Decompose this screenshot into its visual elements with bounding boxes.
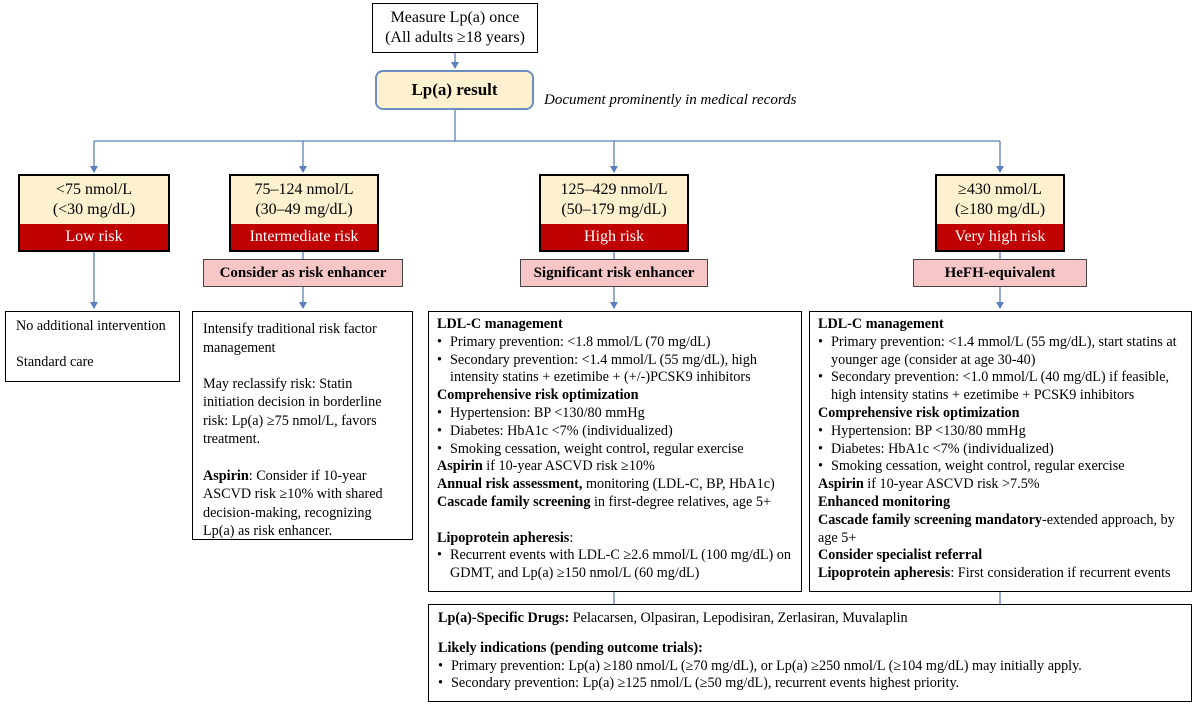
intermediate-aspirin-bold: Aspirin xyxy=(203,467,249,484)
lpa-drugs-box: Lp(a)-Specific Drugs: Pelacarsen, Olpasi… xyxy=(428,604,1192,702)
measure-lpa-box: Measure Lp(a) once (All adults ≥18 years… xyxy=(372,3,538,53)
tier-high-range-1: 125–429 nmol/L xyxy=(560,181,668,198)
high-risk-content: LDL-C management Primary prevention: <1.… xyxy=(428,311,802,592)
measure-line-1: Measure Lp(a) once xyxy=(390,9,520,26)
high-ldl-1: Primary prevention: <1.8 mmol/L (70 mg/d… xyxy=(437,334,793,352)
vh-cro-heading: Comprehensive risk optimization xyxy=(818,405,1183,423)
high-aspirin-bold: Aspirin xyxy=(437,458,483,475)
tier-low-range-2: (<30 mg/dL) xyxy=(52,201,136,218)
drugs-indication-1: Primary prevention: Lp(a) ≥180 nmol/L (≥… xyxy=(438,658,1182,676)
vh-monitoring: Enhanced monitoring xyxy=(818,494,1183,512)
low-line-1: No additional intervention xyxy=(16,318,166,334)
tier-low-risk-badge: Low risk xyxy=(18,224,170,252)
drugs-heading-bold: Lp(a)-Specific Drugs: xyxy=(438,610,570,626)
tier-veryhigh-range: ≥430 nmol/L (≥180 mg/dL) xyxy=(935,174,1065,224)
drugs-heading: Lp(a)-Specific Drugs: Pelacarsen, Olpasi… xyxy=(438,610,1182,628)
tier-high-range-2: (50–179 mg/dL) xyxy=(561,201,667,218)
lpa-result-label: Lp(a) result xyxy=(411,80,498,99)
vh-ldl-2: Secondary prevention: <1.0 mmol/L (40 mg… xyxy=(818,369,1183,405)
document-note: Document prominently in medical records xyxy=(544,92,797,108)
vh-apheresis-bold: Lipoprotein apheresis xyxy=(818,565,951,582)
veryhigh-risk-content: LDL-C management Primary prevention: <1.… xyxy=(809,311,1192,592)
vh-ldl-heading: LDL-C management xyxy=(818,316,1183,334)
vh-cascade-bold: Cascade family screening mandatory xyxy=(818,511,1042,528)
tier-low-range: <75 nmol/L (<30 mg/dL) xyxy=(18,174,170,224)
high-apheresis-text: : xyxy=(569,529,574,546)
tier-high-range: 125–429 nmol/L (50–179 mg/dL) xyxy=(539,174,689,224)
vh-cascade: Cascade family screening mandatory-exten… xyxy=(818,512,1183,548)
tier-intermediate-range-2: (30–49 mg/dL) xyxy=(255,201,353,218)
intermediate-aspirin: Aspirin: Consider if 10-year ASCVD risk … xyxy=(203,467,402,541)
tier-veryhigh-enhancer: HeFH-equivalent xyxy=(913,259,1087,287)
high-apheresis: Lipoprotein apheresis: xyxy=(437,530,793,548)
drugs-indications-heading-text: Likely indications (pending outcome tria… xyxy=(438,639,703,656)
vh-cascade-text: -extended approach, by age 5+ xyxy=(818,511,1175,546)
vh-cro-heading-text: Comprehensive risk optimization xyxy=(818,404,1020,421)
intermediate-p2: May reclassify risk: Statin initiation d… xyxy=(203,375,382,448)
intermediate-aspirin-text: : Consider if 10-year ASCVD risk ≥10% wi… xyxy=(203,467,383,540)
tier-low-range-1: <75 nmol/L xyxy=(55,181,133,198)
high-cro-3: Smoking cessation, weight control, regul… xyxy=(437,441,793,459)
vh-apheresis-text: : First consideration if recurrent event… xyxy=(950,565,1171,582)
high-cro-heading-text: Comprehensive risk optimization xyxy=(437,387,639,404)
low-risk-content: No additional intervention Standard care xyxy=(5,311,180,382)
vh-aspirin: Aspirin if 10-year ASCVD risk >7.5% xyxy=(818,476,1183,494)
tier-intermediate-range: 75–124 nmol/L (30–49 mg/dL) xyxy=(229,174,379,224)
high-ldl-heading-text: LDL-C management xyxy=(437,316,563,332)
lpa-result-box: Lp(a) result xyxy=(375,70,534,110)
high-annual: Annual risk assessment, monitoring (LDL-… xyxy=(437,476,793,494)
vh-ldl-1: Primary prevention: <1.4 mmol/L (55 mg/d… xyxy=(818,334,1183,370)
intermediate-p1: Intensify traditional risk factor manage… xyxy=(203,321,377,356)
high-ldl-2: Secondary prevention: <1.4 mmol/L (55 mg… xyxy=(437,352,793,388)
tier-intermediate-risk-badge: Intermediate risk xyxy=(229,224,379,252)
vh-aspirin-text: if 10-year ASCVD risk >7.5% xyxy=(863,476,1040,493)
high-ldl-heading: LDL-C management xyxy=(437,316,793,334)
high-aspirin: Aspirin if 10-year ASCVD risk ≥10% xyxy=(437,458,793,476)
vh-cro-1: Hypertension: BP <130/80 mmHg xyxy=(818,423,1183,441)
vh-cro-3: Smoking cessation, weight control, regul… xyxy=(818,458,1183,476)
vh-monitoring-bold: Enhanced monitoring xyxy=(818,493,951,510)
tier-intermediate-enhancer: Consider as risk enhancer xyxy=(203,259,403,287)
drugs-heading-text: Pelacarsen, Olpasiran, Lepodisiran, Zerl… xyxy=(569,610,908,626)
high-apheresis-1: Recurrent events with LDL-C ≥2.6 mmol/L … xyxy=(437,547,793,583)
high-apheresis-bold: Lipoprotein apheresis xyxy=(437,529,570,546)
vh-ldl-heading-text: LDL-C management xyxy=(818,316,944,332)
high-cro-2: Diabetes: HbA1c <7% (individualized) xyxy=(437,423,793,441)
drugs-indication-2: Secondary prevention: Lp(a) ≥125 nmol/L … xyxy=(438,675,1182,693)
high-cro-1: Hypertension: BP <130/80 mmHg xyxy=(437,405,793,423)
vh-apheresis: Lipoprotein apheresis: First considerati… xyxy=(818,565,1183,583)
tier-veryhigh-range-2: (≥180 mg/dL) xyxy=(954,201,1046,218)
high-cro-heading: Comprehensive risk optimization xyxy=(437,387,793,405)
high-annual-bold: Annual risk assessment, xyxy=(437,476,583,493)
vh-aspirin-bold: Aspirin xyxy=(818,476,864,493)
high-cascade-text: in first-degree relatives, age 5+ xyxy=(590,493,771,510)
high-aspirin-text: if 10-year ASCVD risk ≥10% xyxy=(482,458,655,475)
intermediate-risk-content: Intensify traditional risk factor manage… xyxy=(192,311,413,540)
tier-high-enhancer: Significant risk enhancer xyxy=(520,259,708,287)
tier-high-risk-badge: High risk xyxy=(539,224,689,252)
measure-line-2: (All adults ≥18 years) xyxy=(385,29,525,46)
vh-cro-2: Diabetes: HbA1c <7% (individualized) xyxy=(818,441,1183,459)
tier-veryhigh-risk-badge: Very high risk xyxy=(935,224,1065,252)
tier-intermediate-range-1: 75–124 nmol/L xyxy=(254,181,354,198)
tier-veryhigh-range-1: ≥430 nmol/L xyxy=(958,181,1042,198)
vh-specialist-bold: Consider specialist referral xyxy=(818,547,983,564)
low-line-2: Standard care xyxy=(16,353,94,370)
drugs-indications-heading: Likely indications (pending outcome tria… xyxy=(438,640,1182,658)
high-cascade: Cascade family screening in first-degree… xyxy=(437,494,793,512)
high-annual-text: monitoring (LDL-C, BP, HbA1c) xyxy=(582,476,775,493)
high-cascade-bold: Cascade family screening xyxy=(437,493,591,510)
vh-specialist: Consider specialist referral xyxy=(818,547,1183,565)
